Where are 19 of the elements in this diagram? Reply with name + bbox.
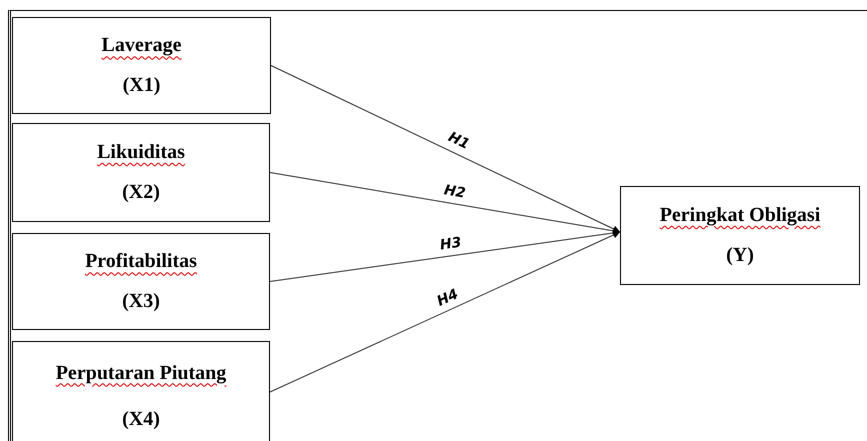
variable-code: (X1) bbox=[122, 74, 160, 97]
variable-name: Profitabilitas bbox=[85, 250, 197, 274]
variable-name: Perputaran Piutang bbox=[56, 362, 226, 384]
arrow bbox=[270, 232, 620, 392]
variable-box bbox=[12, 123, 270, 222]
variable-name: Peringkat Obligasi bbox=[660, 204, 820, 227]
variable-code: (Y) bbox=[726, 244, 754, 268]
arrow bbox=[270, 230, 620, 282]
variable-name: Laverage bbox=[102, 34, 182, 58]
arrow bbox=[270, 172, 620, 234]
variable-box bbox=[620, 186, 860, 285]
arrow bbox=[270, 65, 620, 232]
variable-name: Likuiditas bbox=[97, 140, 185, 164]
variable-box bbox=[12, 341, 270, 441]
variable-code: (X3) bbox=[122, 290, 160, 313]
variable-code: (X4) bbox=[122, 408, 160, 430]
variable-code: (X2) bbox=[122, 181, 160, 204]
variable-box bbox=[12, 233, 270, 330]
variable-box bbox=[12, 17, 271, 114]
